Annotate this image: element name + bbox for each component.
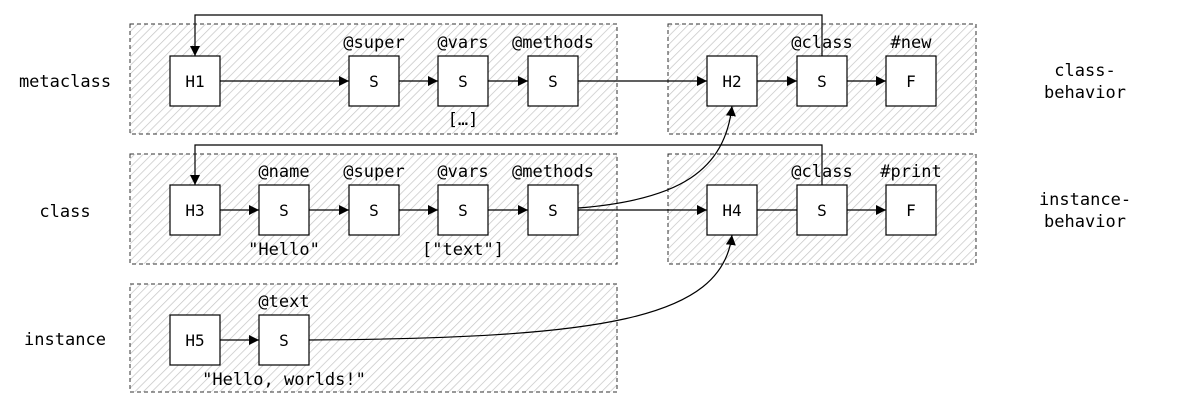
class-vars-value: ["text"] — [422, 240, 504, 260]
instance-behavior-label-line2: behavior — [1044, 212, 1126, 232]
class-behavior-new-method-label: #new — [891, 33, 933, 53]
instance-behavior-class-slot — [796, 184, 848, 236]
metaclass-methods-field-label: @methods — [512, 33, 594, 53]
class-behavior-h2-node — [706, 55, 758, 107]
instance-h5-node — [169, 314, 221, 366]
class-behavior-class-to-h1-loop-edge — [190, 14, 823, 56]
instance-text-slot-label: S — [279, 331, 289, 350]
class-methods-slot-label: S — [548, 201, 558, 220]
metaclass-vars-slot — [437, 55, 489, 107]
class-behavior-new-function — [885, 55, 937, 107]
instance-behavior-class-to-h3-loop-edge — [190, 144, 823, 185]
class-behavior-new-function-label: F — [906, 72, 916, 91]
class-behavior-label-line1: class- — [1054, 61, 1115, 81]
instance-text-to-h4-curve-edge — [308, 234, 736, 341]
class-behavior-h2-node-label: H2 — [722, 72, 741, 91]
metaclass-super-slot — [348, 55, 400, 107]
class-name-value: "Hello" — [248, 240, 320, 260]
class-vars-field-label: @vars — [437, 162, 488, 182]
metaclass-methods-slot — [527, 55, 579, 107]
class-super-slot-label: S — [369, 201, 379, 220]
instance-behavior-print-function-label: F — [906, 201, 916, 220]
class-vars-slot — [437, 184, 489, 236]
class-h3-node-label: H3 — [185, 201, 204, 220]
class-name-field-label: @name — [258, 162, 309, 182]
instance-behavior-h4-node-label: H4 — [722, 201, 741, 220]
class-behavior-class-slot-label: S — [817, 72, 827, 91]
instance-text-slot — [258, 314, 310, 366]
instance-label: instance — [24, 330, 106, 350]
metaclass-methods-slot-label: S — [548, 72, 558, 91]
class-methods-slot — [527, 184, 579, 236]
class-behavior-class-slot — [796, 55, 848, 107]
metaclass-vars-value: […] — [448, 110, 479, 130]
instance-text-value: "Hello, worlds!" — [202, 370, 366, 390]
class-vars-slot-label: S — [458, 201, 468, 220]
metaclass-vars-field-label: @vars — [437, 33, 488, 53]
metaclass-label: metaclass — [19, 72, 111, 92]
instance-behavior-class-slot-label: S — [817, 201, 827, 220]
class-methods-to-h2-curve-edge — [577, 105, 736, 209]
instance-text-field-label: @text — [258, 292, 309, 312]
metaclass-h1-node-label: H1 — [185, 72, 204, 91]
metaclass-super-slot-label: S — [369, 72, 379, 91]
instance-h5-node-label: H5 — [185, 331, 204, 350]
instance-behavior-print-method-label: #print — [880, 162, 941, 182]
metaclass-h1-node — [169, 55, 221, 107]
instance-behavior-label-line1: instance- — [1039, 190, 1131, 210]
class-super-slot — [348, 184, 400, 236]
metaclass-super-field-label: @super — [343, 33, 404, 53]
class-behavior-label-line2: behavior — [1044, 83, 1126, 103]
class-h3-node — [169, 184, 221, 236]
class-super-field-label: @super — [343, 162, 404, 182]
instance-behavior-print-function — [885, 184, 937, 236]
class-name-slot-label: S — [279, 201, 289, 220]
class-name-slot — [258, 184, 310, 236]
class-methods-field-label: @methods — [512, 162, 594, 182]
class-label: class — [39, 202, 90, 222]
metaclass-vars-slot-label: S — [458, 72, 468, 91]
instance-behavior-h4-node — [706, 184, 758, 236]
